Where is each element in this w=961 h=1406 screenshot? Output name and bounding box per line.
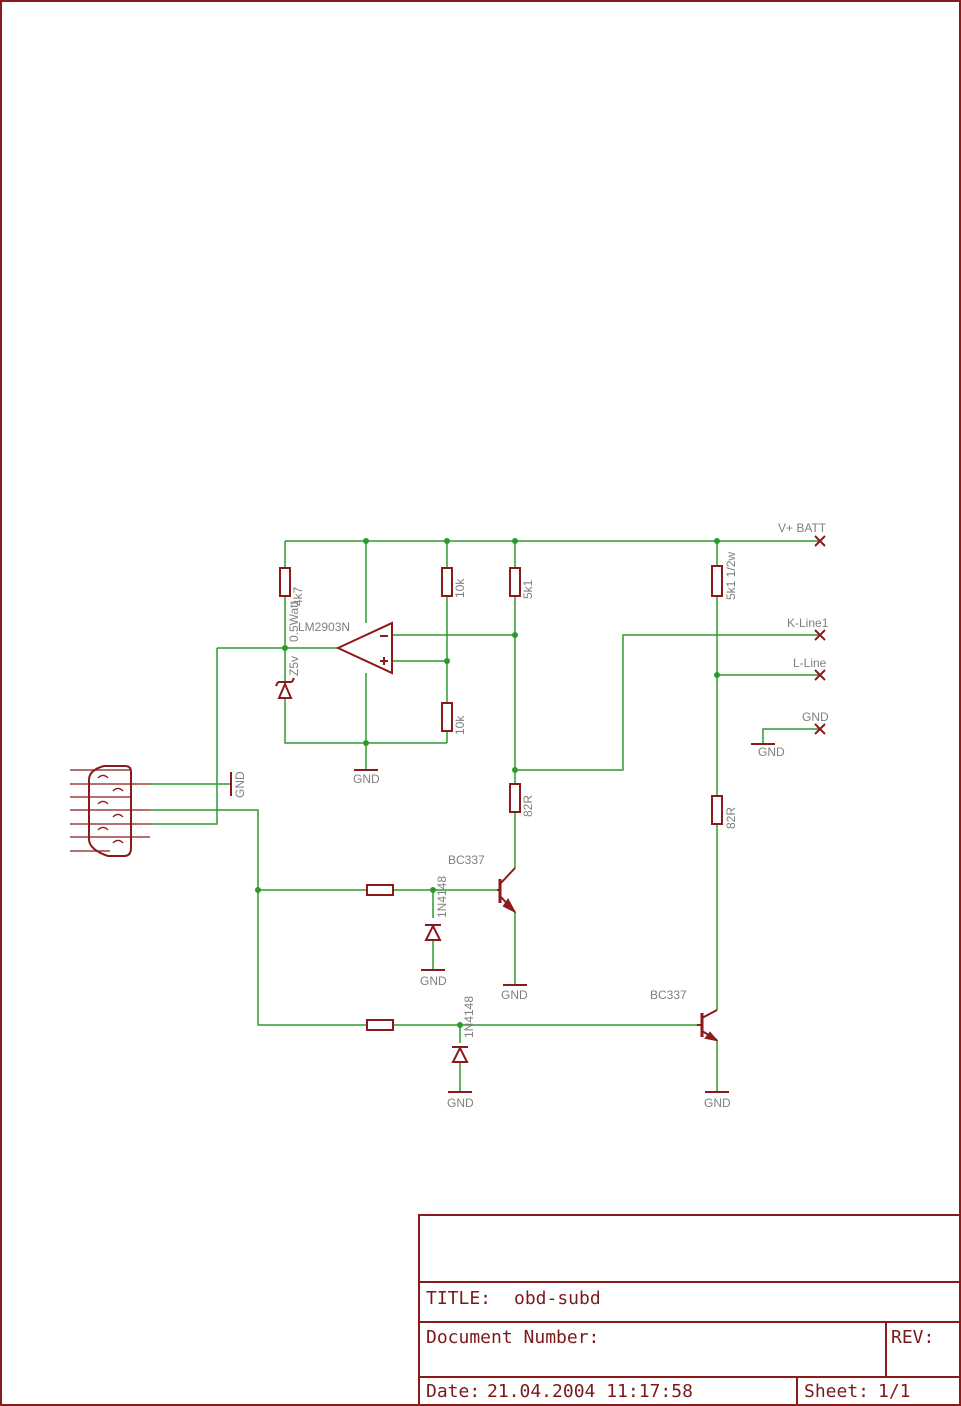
label-gnd-opamp: GND — [353, 772, 380, 786]
date-label: Date: — [426, 1381, 480, 1402]
label-zener: Z5v — [287, 656, 301, 676]
resistor-82r-left — [509, 783, 521, 813]
junctions — [255, 538, 720, 1028]
diode-1n4148-lower — [451, 1045, 469, 1063]
label-k-line: K-Line1 — [787, 616, 829, 630]
date-value: 21.04.2004 11:17:58 — [487, 1381, 693, 1402]
opamp-lm2903n — [335, 621, 393, 675]
title-block: TITLE: obd-subd Document Number: REV: Da… — [418, 1214, 961, 1406]
label-l-line: L-Line — [793, 656, 827, 670]
label-opamp: LM2903N — [298, 620, 350, 634]
label-r-5k1-half-watt: 5k1 1/2w — [724, 552, 738, 600]
title-label: TITLE: — [426, 1288, 491, 1309]
resistor-5k1-half-watt — [711, 565, 723, 597]
label-gnd-transistor-lower: GND — [704, 1096, 731, 1110]
resistor-4k7 — [279, 567, 291, 597]
sheet-label: Sheet: — [804, 1381, 869, 1402]
document-number-label: Document Number: — [426, 1327, 599, 1348]
label-gnd-diode-upper: GND — [420, 974, 447, 988]
resistor-base-lower — [366, 1019, 394, 1031]
label-r-5k1: 5k1 — [521, 579, 535, 599]
label-r-4k7: 4k7 — [291, 586, 305, 606]
label-r-82r-left: 82R — [521, 795, 535, 817]
transistor-bc337-upper — [497, 867, 517, 914]
zener-diode — [275, 677, 295, 699]
resistor-10k-bottom — [441, 702, 453, 732]
label-gnd-terminal-symbol: GND — [758, 745, 785, 759]
label-gnd-connector: GND — [233, 771, 247, 798]
label-r-10k-top: 10k — [453, 578, 467, 598]
rev-label: REV: — [891, 1327, 934, 1348]
label-zener-power: 0.5Watt — [287, 600, 301, 642]
resistor-82r-right — [711, 795, 723, 825]
sheet-value: 1/1 — [878, 1381, 911, 1402]
label-diode-lower: 1N4148 — [462, 996, 476, 1038]
transistor-bc337-lower — [697, 1009, 719, 1042]
label-diode-upper: 1N4148 — [435, 876, 449, 918]
label-r-82r-right: 82R — [724, 807, 738, 829]
wires — [150, 540, 820, 1092]
label-gnd-terminal: GND — [802, 710, 829, 724]
resistor-base-upper — [366, 884, 394, 896]
gnd-symbols — [230, 743, 775, 1093]
label-gnd-transistor-upper: GND — [501, 988, 528, 1002]
title-value: obd-subd — [514, 1288, 601, 1309]
diode-1n4148-upper — [424, 923, 442, 941]
label-v-batt: V+ BATT — [778, 521, 827, 535]
label-r-10k-bottom: 10k — [453, 715, 467, 735]
label-gnd-diode-lower: GND — [447, 1096, 474, 1110]
label-bc337-upper: BC337 — [448, 853, 485, 867]
resistor-10k-top — [441, 567, 453, 597]
net-terminals — [814, 535, 826, 735]
resistor-5k1 — [509, 567, 521, 597]
subd-connector — [70, 765, 150, 857]
label-bc337-lower: BC337 — [650, 988, 687, 1002]
